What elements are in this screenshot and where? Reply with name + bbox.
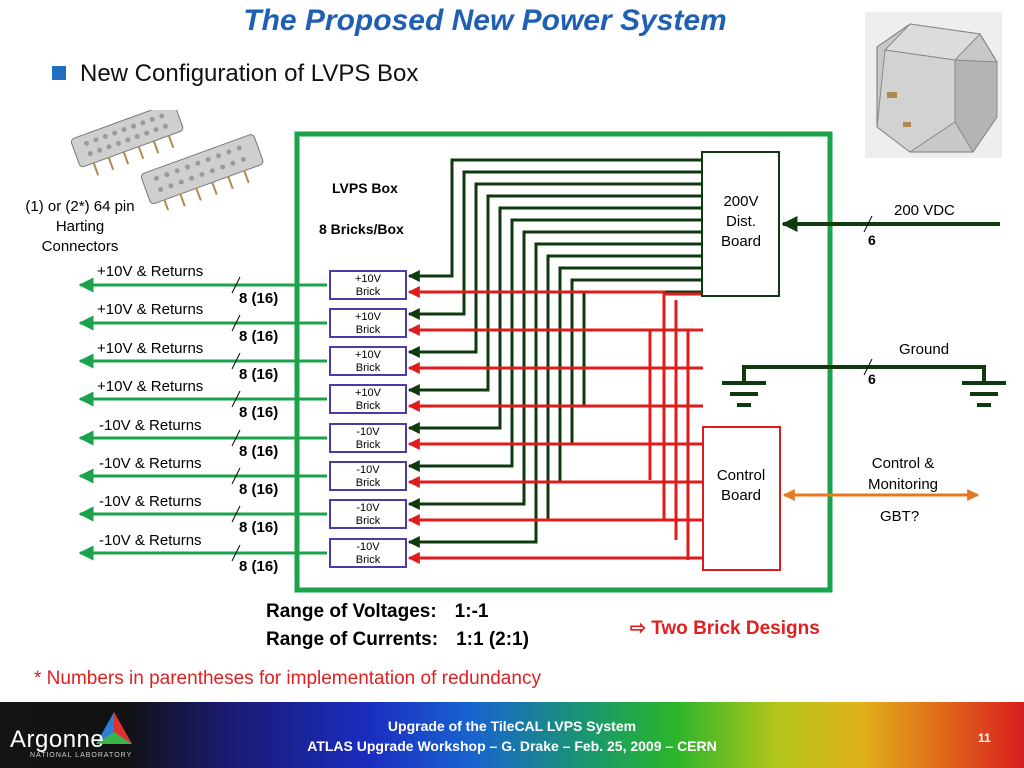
argonne-logo-text: Argonne [10,726,105,753]
output-arrows [78,277,327,561]
ground-wire [742,365,986,382]
control-board-label: Control Board [716,467,766,504]
voltages-value: 1:-1 [454,601,489,622]
lvps-box-subtitle: 8 Bricks/Box [319,221,404,237]
output-label-8: -10V & Returns [99,532,202,549]
dist-board-label: 200V Dist. Board [720,193,762,250]
lvps-box-photo [865,12,1002,158]
output-count-4: 8 (16) [239,404,279,421]
currents-value: 1:1 (2:1) [456,629,529,650]
range-summary: Range of Voltages: 1:-1 Range of Currents… [266,598,529,654]
output-count-1: 8 (16) [239,290,279,307]
output-label-6: -10V & Returns [99,455,202,472]
argonne-logo-subtext: NATIONAL LABORATORY [30,752,133,759]
output-count-7: 8 (16) [239,519,279,536]
ground-icon-right [962,381,1006,407]
argonne-logo-icon [96,712,132,744]
slide-title: The Proposed New Power System [243,4,727,37]
vdc-label: 200 VDC [894,202,955,219]
harting-connectors-image [70,110,264,210]
output-count-2: 8 (16) [239,328,279,345]
arrow-right-icon: ⇨ [630,618,652,639]
control-board-wires [407,286,706,564]
two-brick-designs: ⇨ Two Brick Designs [630,618,820,639]
output-count-3: 8 (16) [239,366,279,383]
vdc-count: 6 [868,232,876,248]
output-count-5: 8 (16) [239,443,279,460]
footer-subtitle: ATLAS Upgrade Workshop – G. Drake – Feb.… [307,738,717,754]
output-count-8: 8 (16) [239,558,279,575]
ground-label: Ground [899,341,950,358]
currents-label: Range of Currents: [266,629,439,650]
output-label-5: -10V & Returns [99,417,202,434]
footer-title: Upgrade of the TileCAL LVPS System [387,718,637,734]
ground-icon-left [722,381,766,407]
ground-count: 6 [868,371,876,387]
output-label-2: +10V & Returns [97,301,204,318]
output-tick-marks [231,276,241,562]
connectors-label: (1) or (2*) 64 pin Harting Connectors [25,198,135,255]
voltages-label: Range of Voltages: [266,601,437,622]
control-monitoring-label: Control & Monitoring [867,455,939,493]
output-label-3: +10V & Returns [97,340,204,357]
gbt-label: GBT? [880,508,920,525]
page-number: 11 [978,731,991,745]
lvps-box-title: LVPS Box [332,180,398,196]
wiring-diagram [78,131,1006,593]
dist-board-wires [407,158,702,548]
control-board-box [702,426,781,571]
output-label-4: +10V & Returns [97,378,204,395]
output-label-7: -10V & Returns [99,493,202,510]
output-count-6: 8 (16) [239,481,279,498]
bullet-square-icon [52,66,66,80]
footer-bar [0,702,1024,768]
dist-board-box [701,151,780,297]
footnote: * Numbers in parentheses for implementat… [34,668,541,689]
slide-subtitle: New Configuration of LVPS Box [80,60,419,87]
output-label-1: +10V & Returns [97,263,204,280]
